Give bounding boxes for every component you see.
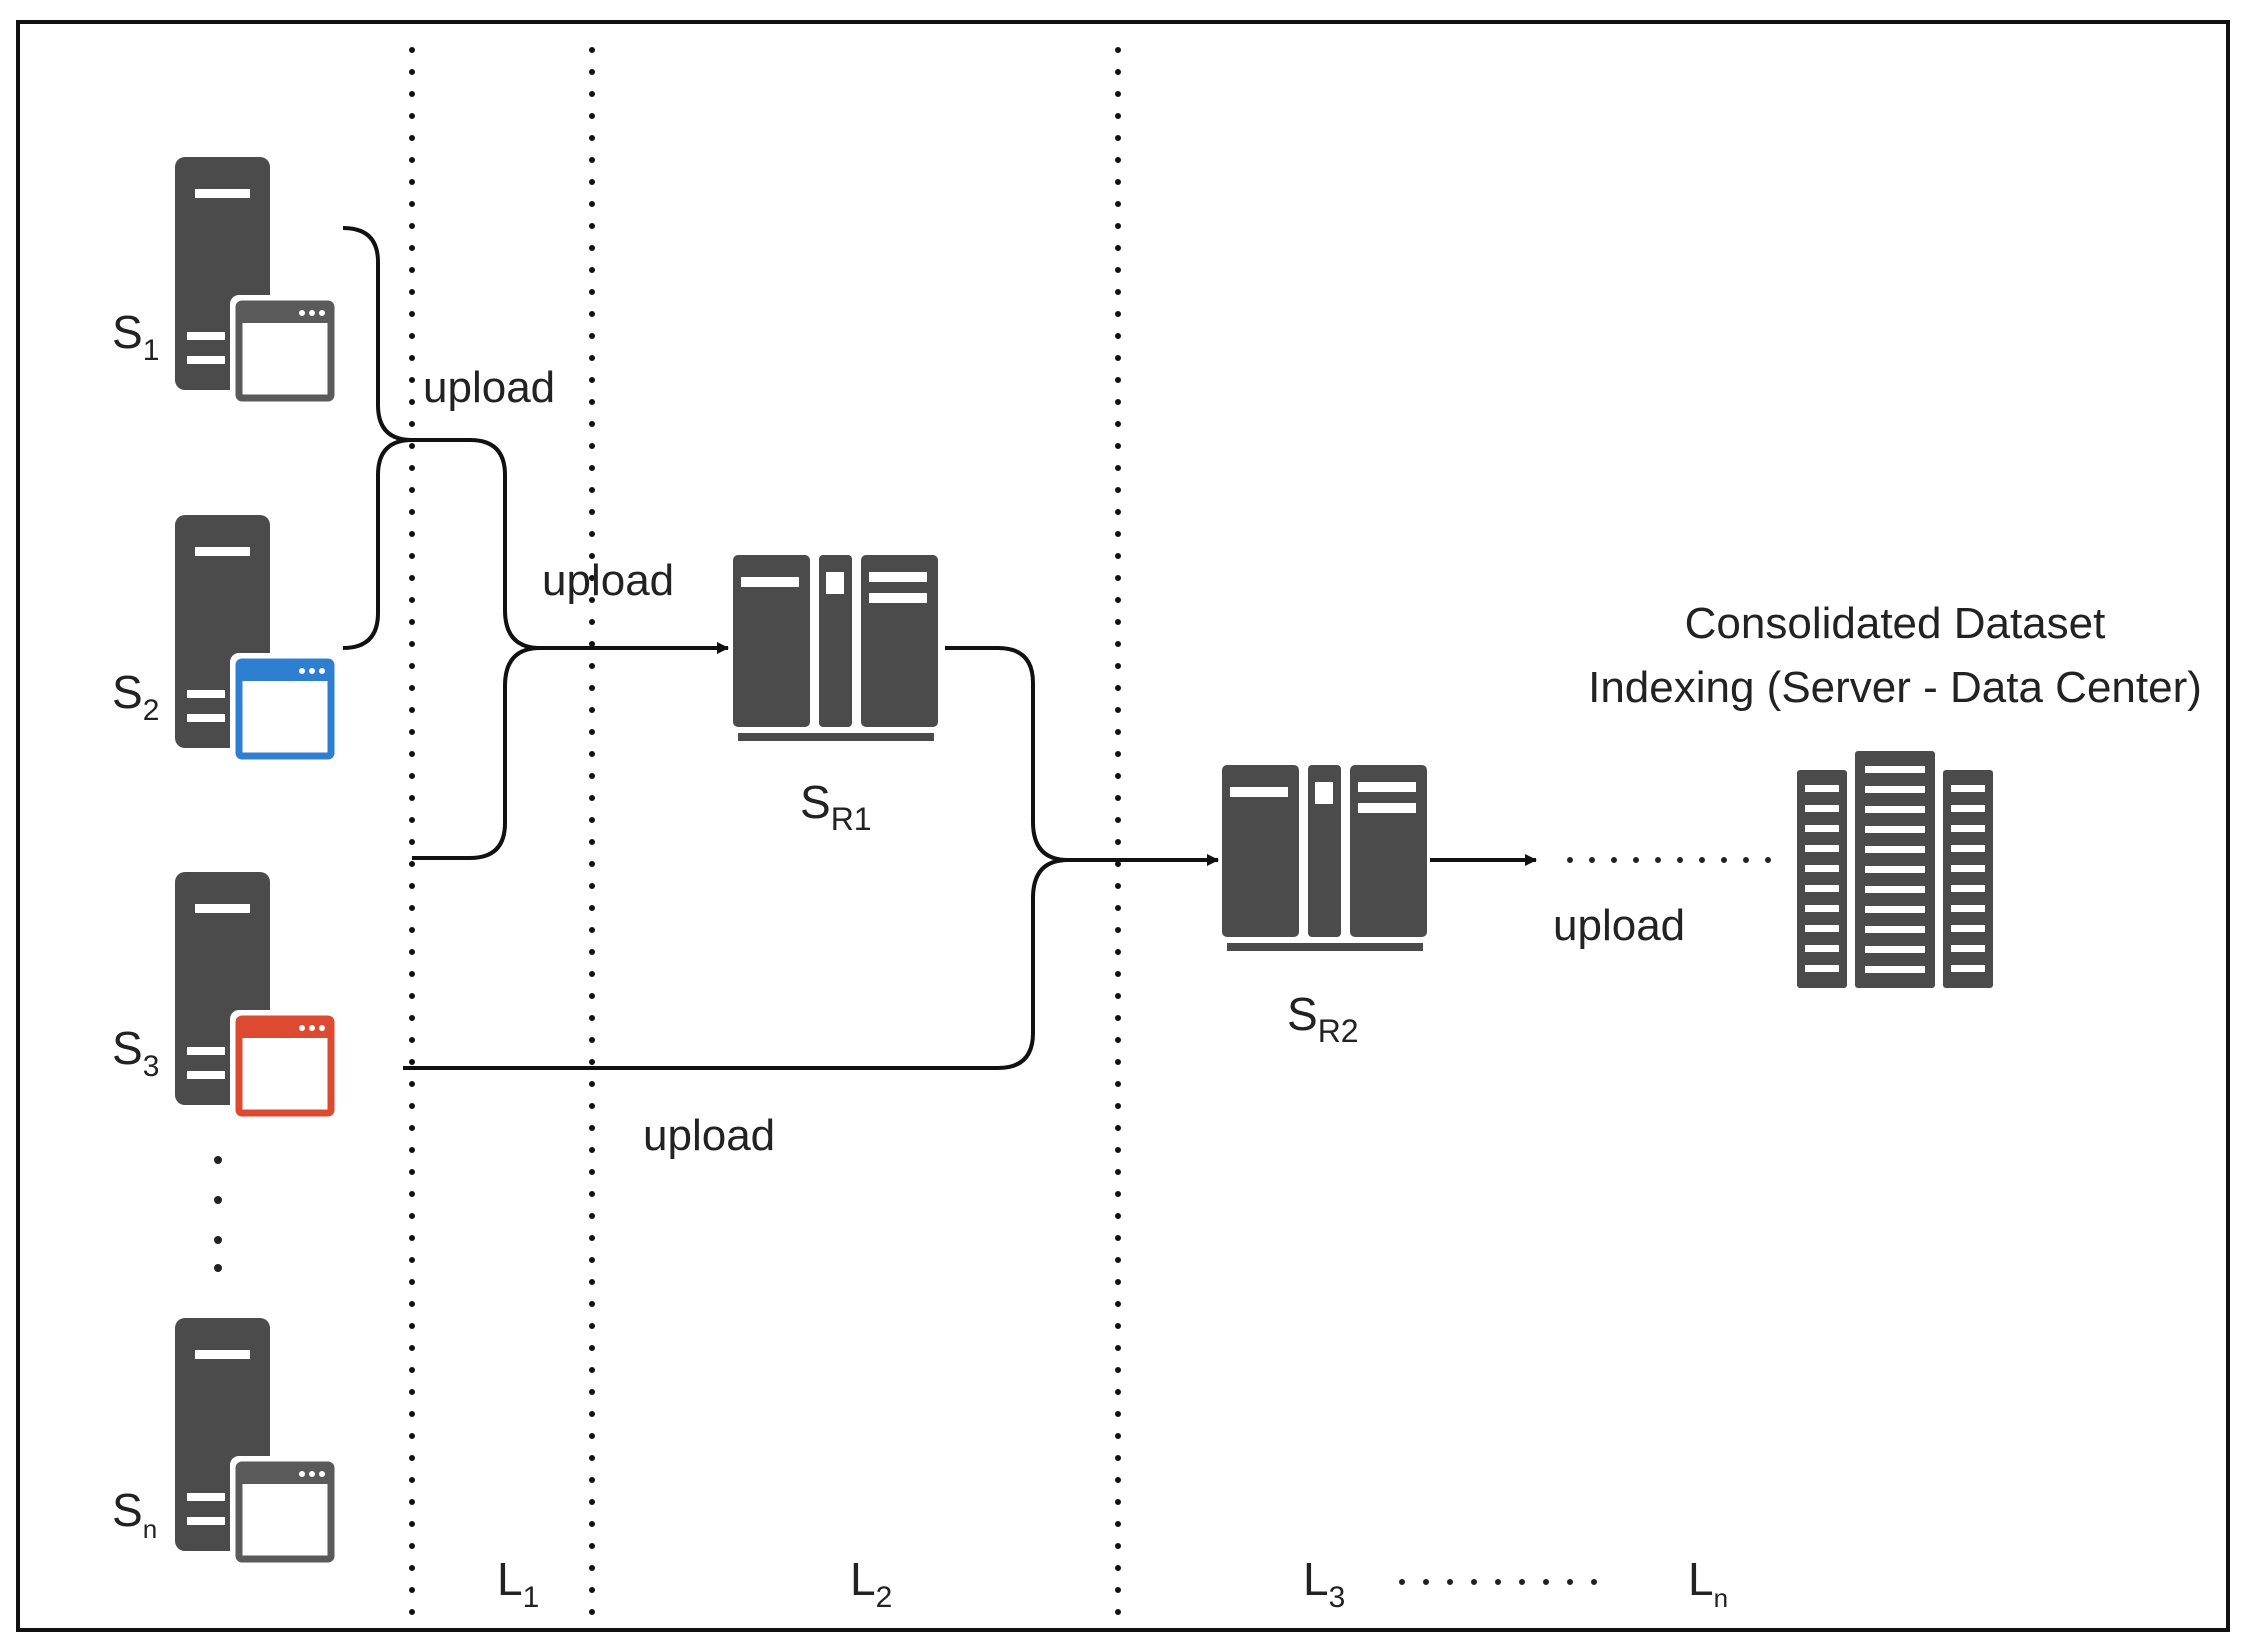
data-center-stripe xyxy=(1951,905,1985,912)
relay-label-1: SR1 xyxy=(800,776,872,837)
data-center-stripe xyxy=(1951,925,1985,932)
upload-label-3: upload xyxy=(643,1111,775,1160)
data-center-stripe xyxy=(1951,845,1985,852)
relay-server-icon-1 xyxy=(733,555,938,741)
data-center-stripe xyxy=(1865,766,1925,773)
layer-label-2: L2 xyxy=(850,1553,892,1614)
upload-label-1: upload xyxy=(423,363,555,412)
data-center-stripe xyxy=(1865,786,1925,793)
source-label-2: S2 xyxy=(112,666,159,727)
connector-s3-to-merge xyxy=(412,646,541,860)
upload-label-4: upload xyxy=(1553,901,1685,950)
data-center-stripe xyxy=(1865,806,1925,813)
source-label-3: S3 xyxy=(112,1022,159,1083)
data-center-stripe xyxy=(1865,826,1925,833)
source-server-icon-1 xyxy=(175,157,340,407)
source-server-icon-2 xyxy=(175,515,340,765)
source-label-1: S1 xyxy=(112,306,159,367)
data-center-stripe xyxy=(1805,805,1839,812)
data-center-stripe xyxy=(1951,805,1985,812)
layer-label-1: L1 xyxy=(497,1553,539,1614)
data-center-stripe xyxy=(1865,966,1925,973)
source-label-n: Sn xyxy=(112,1484,157,1544)
data-center-stripe xyxy=(1805,865,1839,872)
data-center-stripe xyxy=(1865,846,1925,853)
data-center-stripe xyxy=(1805,885,1839,892)
connector-brace-to-merge xyxy=(412,438,541,650)
data-center-stripe xyxy=(1805,905,1839,912)
connectors xyxy=(342,226,1537,1070)
source-ellipsis xyxy=(214,1156,222,1272)
data-center-stripe xyxy=(1865,906,1925,913)
data-center-stripe xyxy=(1805,785,1839,792)
data-center-stripe xyxy=(1951,865,1985,872)
data-center-stripe xyxy=(1865,886,1925,893)
data-center-stripe xyxy=(1865,946,1925,953)
datacenter-title-line2: Indexing (Server - Data Center) xyxy=(1588,663,2202,712)
brace-s1-s2 xyxy=(342,226,413,650)
data-center-stripe xyxy=(1805,925,1839,932)
connector-sr1-to-merge2 xyxy=(945,646,1069,862)
source-server-icon-3 xyxy=(175,872,340,1122)
data-center-stripe xyxy=(1805,945,1839,952)
data-center-stripes xyxy=(1805,766,1985,973)
data-center-stripe xyxy=(1865,926,1925,933)
data-center-stripe xyxy=(1951,885,1985,892)
data-center-stripe xyxy=(1951,825,1985,832)
data-center-stripe xyxy=(1865,866,1925,873)
datacenter-title-line1: Consolidated Dataset xyxy=(1685,599,2106,648)
data-center-stripe xyxy=(1951,965,1985,972)
relay-server-icon-2 xyxy=(1222,765,1427,951)
data-center-icon xyxy=(1797,751,1993,988)
layer-label-n: Ln xyxy=(1688,1553,1728,1613)
diagram-frame xyxy=(16,20,2230,1632)
source-server-icon-n xyxy=(175,1318,340,1568)
data-center-stripe xyxy=(1805,965,1839,972)
relay-label-2: SR2 xyxy=(1287,988,1359,1049)
connector-s3-to-merge2 xyxy=(403,858,1069,1070)
data-center-stripe xyxy=(1951,945,1985,952)
layer-label-3: L3 xyxy=(1303,1553,1345,1614)
data-center-stripe xyxy=(1951,785,1985,792)
layer-boundaries xyxy=(409,47,1121,1633)
data-center-stripe xyxy=(1805,845,1839,852)
data-center-stripe xyxy=(1805,825,1839,832)
upload-label-2: upload xyxy=(542,556,674,605)
